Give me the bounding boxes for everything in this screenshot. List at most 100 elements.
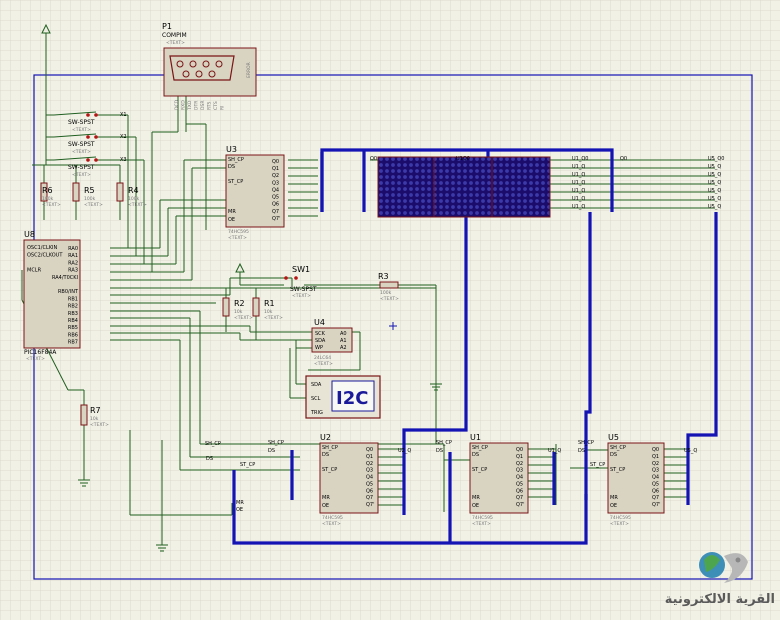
- u2-pin-right: Q2: [366, 461, 373, 467]
- u8-value: PIC16F84A: [24, 349, 57, 356]
- u1-ref: U1: [470, 433, 481, 442]
- sw-dot: [94, 113, 98, 117]
- sw-dot: [284, 276, 288, 280]
- p1-value: COMPIM: [162, 32, 187, 39]
- u2-body: [319, 442, 379, 514]
- net-label: SH_CP: [436, 440, 452, 446]
- u8-pin-right: RA3: [68, 268, 78, 274]
- u2-pin-right: Q5: [366, 481, 373, 487]
- net-label: SH_CP: [578, 440, 594, 446]
- u5-body: [607, 442, 665, 514]
- r4-ref: R4: [128, 186, 139, 195]
- u2-pin-right: Q3: [366, 468, 373, 474]
- net-label: U1_Q: [572, 188, 585, 194]
- i2c-display: [331, 380, 375, 412]
- u1-pin-left: SH_CP: [472, 445, 488, 451]
- p1-pin-label: RI: [220, 106, 226, 110]
- u8-pin-right: RA0: [68, 246, 78, 252]
- u5-ref: U5: [608, 433, 619, 442]
- r2-note: <TEXT>: [234, 315, 253, 321]
- u3-pin-left: ST_CP: [228, 179, 243, 185]
- switch-group: [53, 111, 97, 161]
- u5-pin-right: Q0: [652, 447, 659, 453]
- u8-pin-left: MCLR: [27, 268, 42, 274]
- u2-pin-left: MR: [322, 495, 330, 501]
- u2-pin-right: Q0: [366, 447, 373, 453]
- cursor-marker: [389, 322, 397, 330]
- u2-pin-left: DS: [322, 452, 329, 458]
- u5-pin-left: OE: [610, 503, 617, 509]
- net-label: U1_Q0: [572, 156, 588, 162]
- sw-note: <TEXT>: [72, 149, 91, 155]
- u3-pin-right: Q5: [272, 195, 279, 201]
- i2c-label: I2C: [336, 388, 368, 409]
- p1-pin-label: RTS: [207, 101, 213, 110]
- p1-pin-label: DSR: [200, 101, 206, 110]
- net-label: OE: [236, 507, 243, 513]
- net-label: U5_Q: [708, 172, 721, 178]
- p1-pin-label: RXD: [181, 100, 187, 110]
- sw-label: SW-SPST: [68, 119, 95, 126]
- r1-note: <TEXT>: [264, 315, 283, 321]
- u3-note: <TEXT>: [228, 235, 247, 241]
- u1-pin-right: Q6: [516, 488, 523, 494]
- swm1-ref: SW1: [292, 265, 310, 274]
- sw-dot: [294, 276, 298, 280]
- u1-body: [469, 442, 529, 514]
- u2-pin-right: Q1: [366, 454, 373, 460]
- u8-pin-right: RB7: [68, 340, 78, 346]
- u5-pin-right: Q7: [652, 495, 659, 501]
- u3-pin-left: MR: [228, 209, 236, 215]
- r4-note: <TEXT>: [128, 202, 147, 208]
- brand-text: القرية الالكترونية: [665, 592, 775, 607]
- p1-pin-label: TXD: [187, 100, 193, 111]
- sw-dot: [86, 158, 90, 162]
- u8-body: [23, 239, 81, 349]
- u1-pin-right: Q7': [516, 502, 525, 508]
- r5-ref: R5: [84, 186, 95, 195]
- p1-side: ERROR: [246, 62, 252, 78]
- u8-pin-right: RA1: [68, 253, 78, 259]
- u2-pin-right: Q7: [366, 495, 373, 501]
- brand-logo: [699, 552, 748, 583]
- net-label: MR: [236, 500, 244, 506]
- r7-note: <TEXT>: [90, 422, 109, 428]
- i2c-pin-scl: SCL: [311, 396, 321, 402]
- r2-value: 10k: [234, 309, 243, 315]
- net-label: DS: [578, 448, 585, 454]
- u5-pin-right: Q7': [652, 502, 661, 508]
- u5-note: <TEXT>: [610, 521, 629, 527]
- net-label: SH_CP: [268, 440, 284, 446]
- u5-pin-right: Q2: [652, 461, 659, 467]
- net-label: U1_Q: [572, 196, 585, 202]
- u2-pin-right: Q6: [366, 488, 373, 494]
- u8-pin-right: RB3: [68, 311, 78, 317]
- power-arrow-icon: [41, 23, 51, 34]
- u5-pin-right: Q1: [652, 454, 659, 460]
- sw-dot: [86, 135, 90, 139]
- u3-pin-left: DS: [228, 164, 235, 170]
- power-arrow-icon: [235, 262, 245, 273]
- u3-pin-left: OE: [228, 217, 235, 223]
- sw-label: SW-SPST: [68, 164, 95, 171]
- net-label: U1_Q: [572, 172, 585, 178]
- u2-out-lines: [378, 448, 404, 506]
- net-label: U2_Q: [398, 448, 411, 454]
- net-label: U1_Q: [572, 164, 585, 170]
- sw-dot: [94, 135, 98, 139]
- u8-pin-labels: OSC1/CLKINOSC2/CLKOUTMCLRRA0RA1RA2RA3RA4…: [27, 245, 79, 346]
- u8-pin-right: RB1: [68, 296, 78, 302]
- u3-pin-right: Q2: [272, 173, 279, 179]
- u8-pin-right: RB2: [68, 304, 78, 310]
- p1-pin-label: DTR: [194, 101, 200, 110]
- net-label: U5_Q: [708, 180, 721, 186]
- u8-pin-right: RA4/T0CKI: [52, 275, 78, 281]
- node-label: X1: [120, 112, 127, 118]
- u5-pin-right: Q6: [652, 488, 659, 494]
